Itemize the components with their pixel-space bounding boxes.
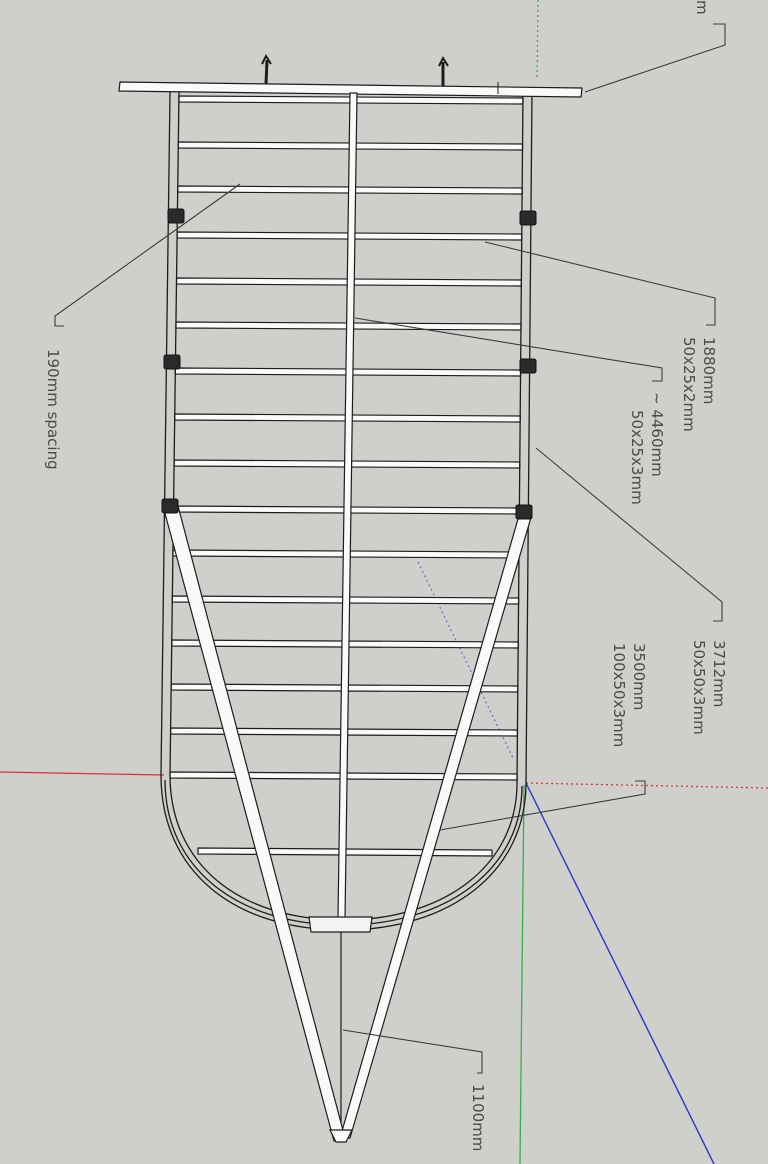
coupler-plate — [308, 916, 373, 933]
green-axis-hidden — [536, 0, 539, 81]
rail-bracket-6 — [515, 504, 533, 520]
label-top-edge: m — [693, 0, 711, 15]
leader-side-rail — [535, 447, 723, 622]
inference-dotted-line — [417, 561, 515, 761]
red-axis — [0, 771, 165, 776]
leader-center-rail — [354, 317, 663, 382]
label-drawbar-length: 3500mm — [630, 643, 648, 710]
rear-bumper-bar — [118, 81, 583, 98]
rail-bracket-1 — [167, 208, 185, 224]
label-side-rail-section: 50x50x3mm — [690, 640, 708, 735]
center-rail-tube — [337, 92, 358, 919]
leader-drawbar — [439, 780, 646, 831]
center-rail — [337, 92, 358, 1136]
label-side-rail-length: 3712mm — [710, 640, 728, 707]
brackets — [161, 208, 537, 520]
blue-axis — [525, 782, 715, 1164]
label-center-rail-section: 50x25x3mm — [628, 410, 646, 505]
rear-hook-right-head — [438, 55, 449, 67]
leader-crossbar — [484, 241, 716, 326]
label-crossbar-spacing: 190mm spacing — [44, 349, 62, 470]
leader-top-edge — [584, 23, 726, 93]
label-crossbar-length: 1880mm — [700, 337, 718, 404]
dimension-labels: m 1880mm 50x25x2mm ~ 4460mm 50x25x3mm 37… — [44, 0, 728, 1151]
leader-lines — [54, 23, 726, 1074]
label-crossbar-section: 50x25x2mm — [680, 337, 698, 432]
leader-spacing — [54, 183, 241, 327]
rail-bracket-2 — [519, 210, 537, 226]
label-tongue-length: 1100mm — [469, 1084, 487, 1151]
label-center-rail-length: ~ 4460mm — [648, 392, 666, 477]
green-axis — [519, 784, 525, 1164]
rail-bracket-3 — [163, 354, 181, 370]
rear-bumper — [118, 53, 583, 98]
red-axis-hidden — [525, 782, 768, 789]
rail-bracket-4 — [519, 358, 537, 374]
rail-bracket-5 — [161, 498, 179, 514]
leader-tongue — [342, 1029, 483, 1074]
drawbar-right-beam — [339, 511, 533, 1139]
label-drawbar-section: 100x50x3mm — [610, 643, 628, 747]
rear-hook-left-head — [261, 53, 272, 65]
rear-hook-left — [264, 59, 269, 85]
tongue-tip — [329, 1129, 353, 1143]
